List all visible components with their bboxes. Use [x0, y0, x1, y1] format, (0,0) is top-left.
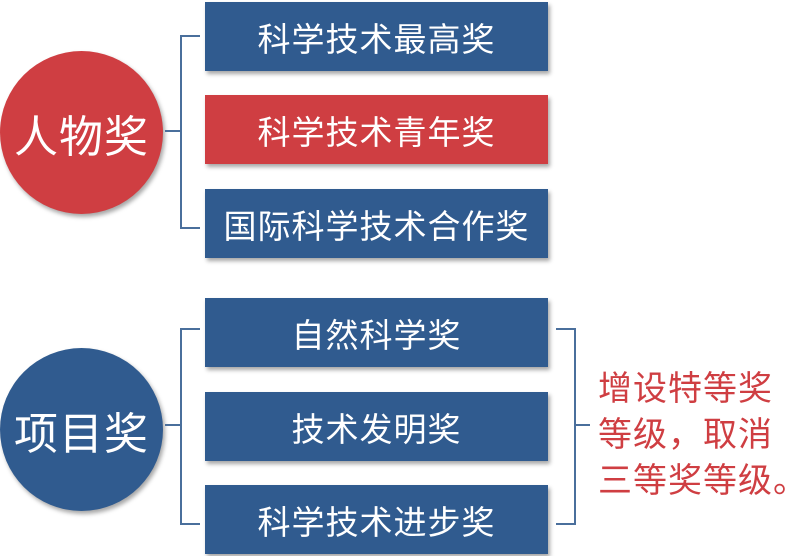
- reform-note-line-2: 等级，取消: [598, 415, 773, 455]
- project-item-3: 科学技术进步奖: [205, 485, 548, 554]
- person-item-3: 国际科学技术合作奖: [205, 189, 548, 258]
- note-bracket: [556, 328, 576, 525]
- person-bracket-stub: [165, 130, 180, 132]
- person-award-circle: 人物奖: [0, 51, 163, 214]
- project-item-2: 技术发明奖: [205, 392, 548, 461]
- person-item-1: 科学技术最高奖: [205, 2, 548, 71]
- person-item-2-highlighted: 科学技术青年奖: [205, 95, 548, 164]
- reform-note: 增设特等奖 等级，取消 三等奖等级。: [598, 366, 800, 504]
- project-bracket-stub: [165, 424, 180, 426]
- note-bracket-stub: [576, 424, 590, 426]
- reform-note-line-1: 增设特等奖: [598, 369, 773, 409]
- project-award-circle: 项目奖: [0, 348, 163, 511]
- person-bracket: [180, 35, 200, 229]
- project-bracket: [180, 328, 200, 525]
- reform-note-line-3: 三等奖等级。: [598, 461, 800, 501]
- project-item-1: 自然科学奖: [205, 298, 548, 367]
